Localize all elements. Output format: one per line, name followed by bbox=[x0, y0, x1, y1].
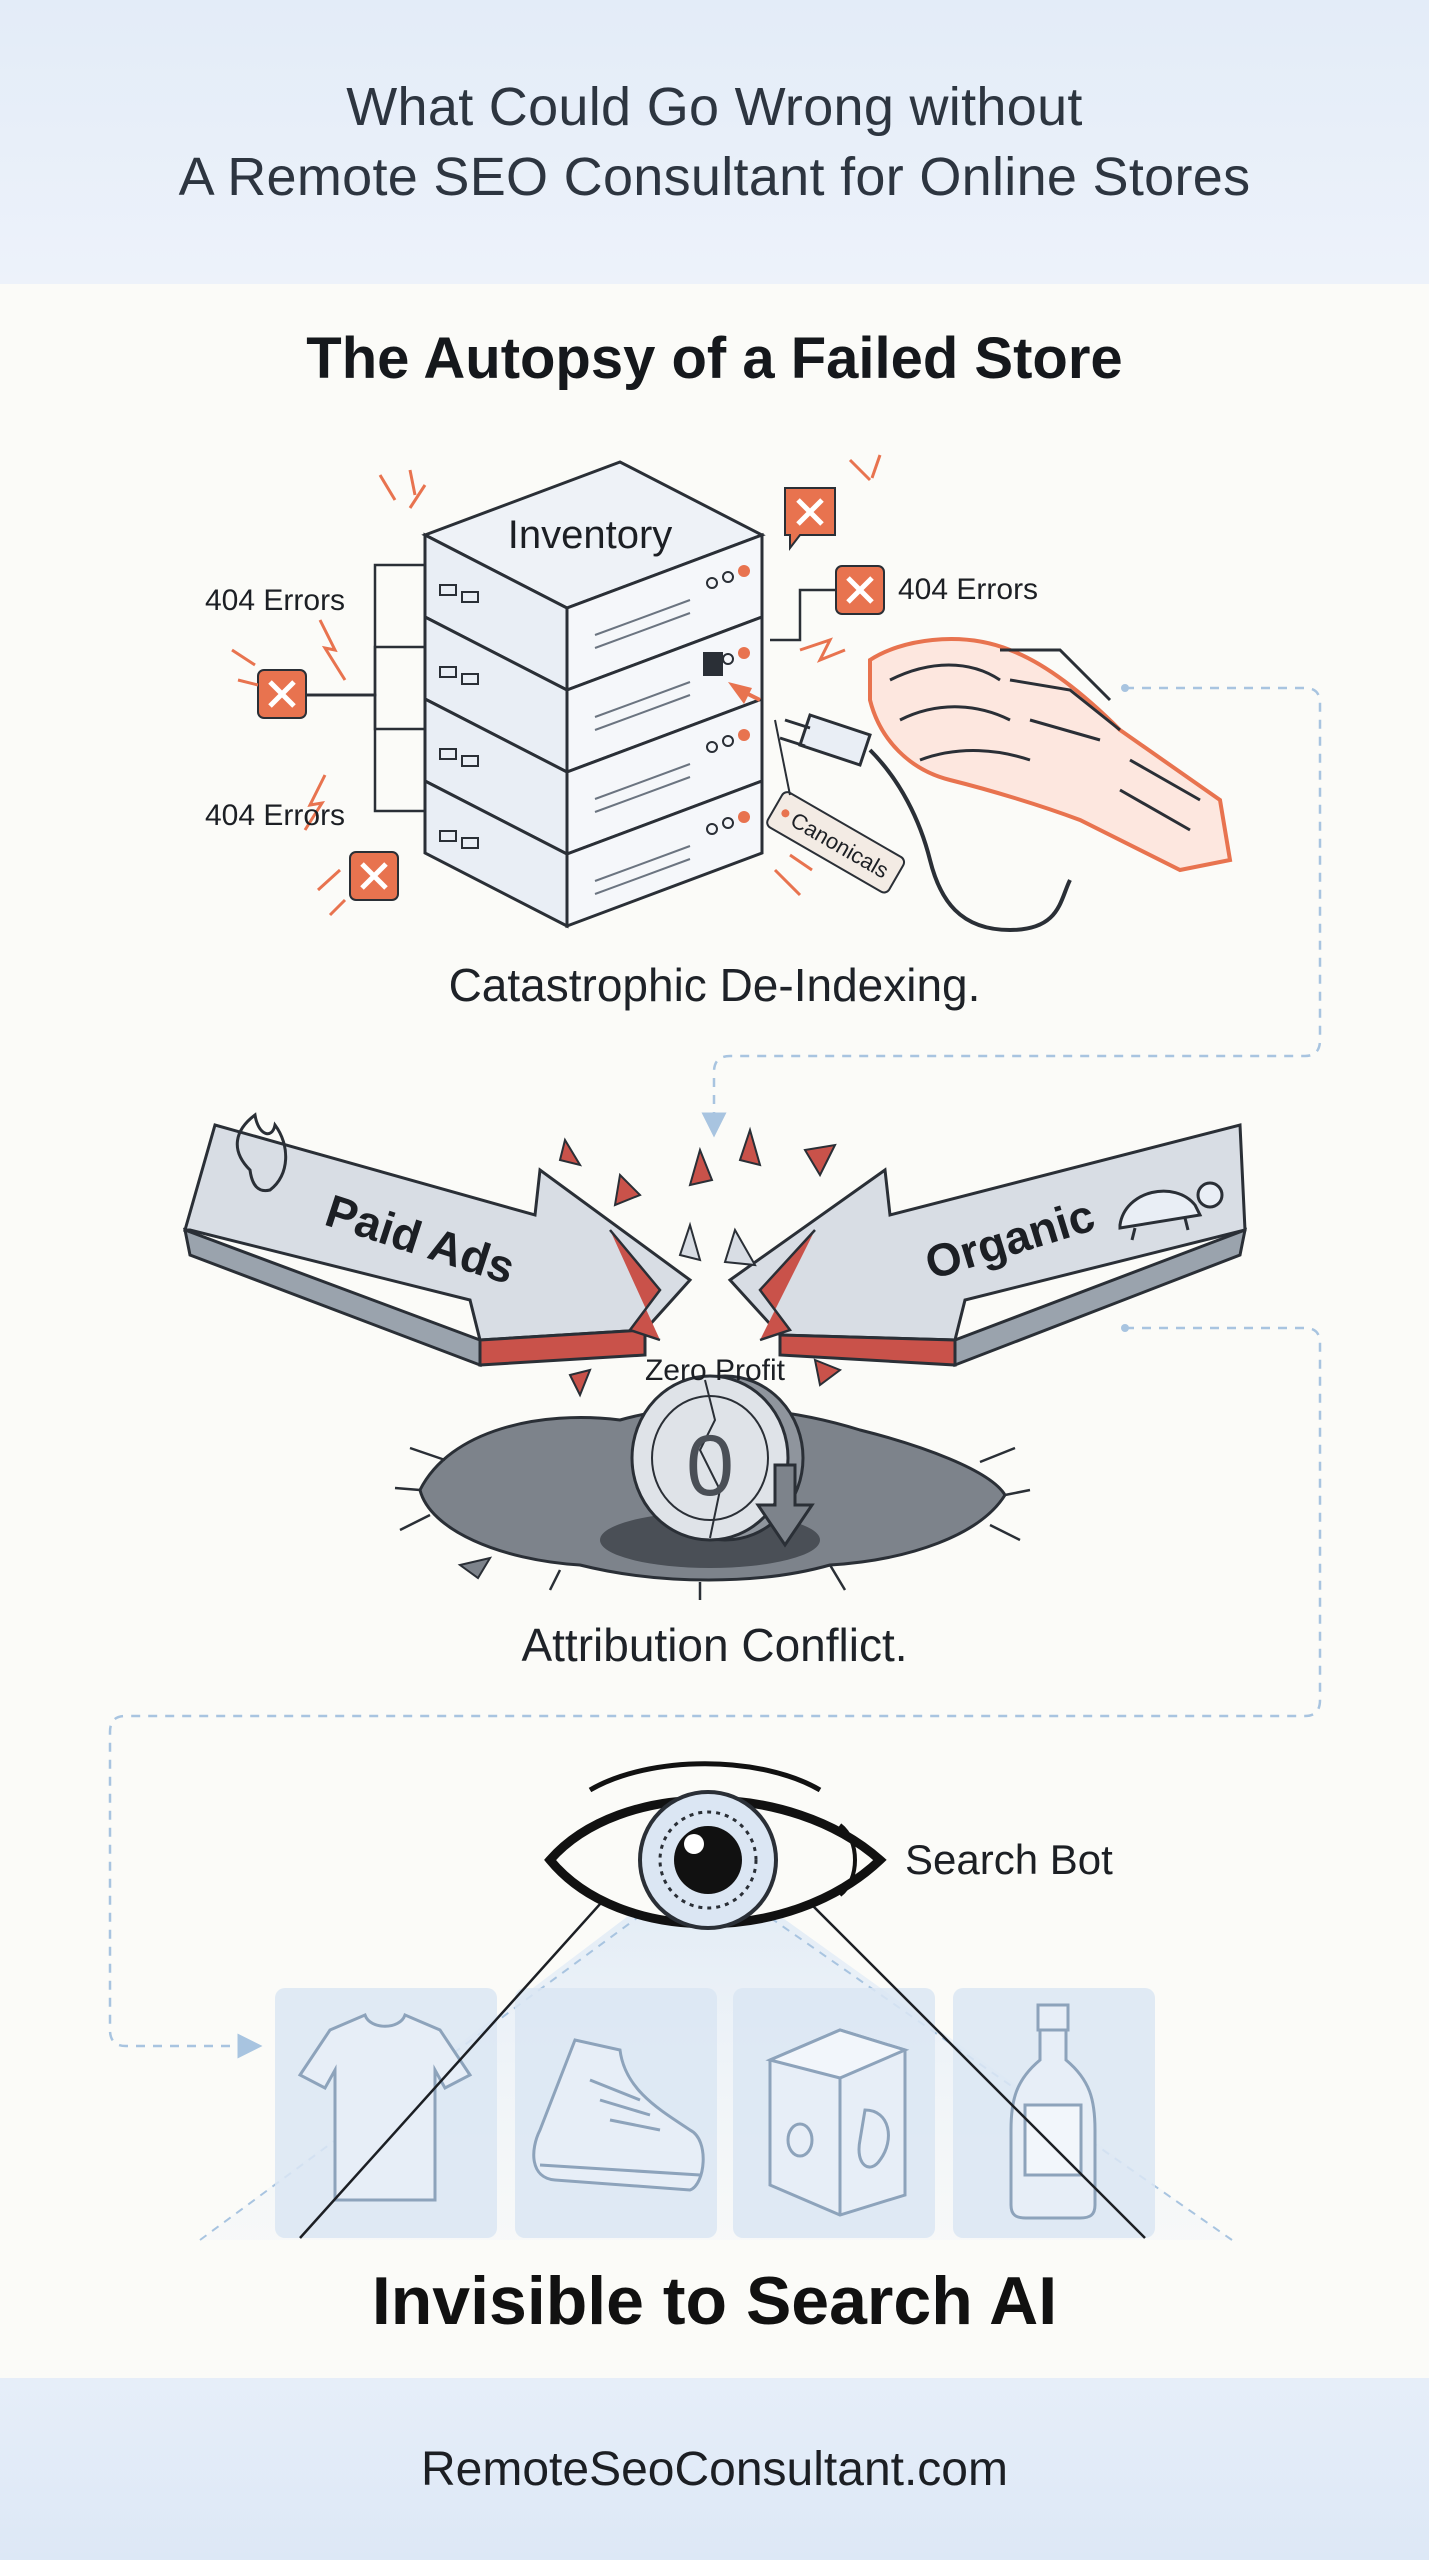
sneaker-icon bbox=[532, 2038, 705, 2192]
header-banner: What Could Go Wrong without A Remote SEO… bbox=[0, 0, 1429, 284]
server-label: Inventory bbox=[508, 513, 673, 557]
flow-connector-lines bbox=[108, 686, 1322, 2059]
down-arrow-icon bbox=[755, 1463, 815, 1548]
left-error-connectors bbox=[305, 563, 425, 813]
footer-banner: RemoteSeoConsultant.com bbox=[0, 2378, 1429, 2560]
error-x-icon bbox=[349, 851, 399, 901]
error-x-icon bbox=[257, 669, 307, 719]
right-error-connector bbox=[770, 588, 836, 642]
coin-value: 0 bbox=[686, 1418, 734, 1514]
search-bot-label: Search Bot bbox=[905, 1836, 1113, 1883]
error-x-icon bbox=[784, 487, 836, 551]
paid-ads-arrow bbox=[183, 1112, 693, 1368]
tag-string bbox=[774, 719, 791, 796]
caption-attribution: Attribution Conflict. bbox=[521, 1619, 908, 1671]
page-title-line-1: What Could Go Wrong without bbox=[346, 77, 1083, 137]
invisible-title: Invisible to Search AI bbox=[371, 2263, 1058, 2339]
error-x-icon bbox=[835, 565, 885, 615]
power-plug-icon bbox=[728, 682, 1072, 933]
organic-arrow bbox=[727, 1123, 1248, 1368]
error-label-right: 404 Errors bbox=[898, 573, 1038, 606]
error-label-left-top: 404 Errors bbox=[205, 584, 345, 617]
eye-icon bbox=[544, 1761, 887, 1930]
footer-url[interactable]: RemoteSeoConsultant.com bbox=[421, 2442, 1008, 2496]
box-icon bbox=[765, 2028, 910, 2217]
server-stack-icon bbox=[421, 460, 766, 929]
t-shirt-icon bbox=[297, 2012, 473, 2202]
section-title: The Autopsy of a Failed Store bbox=[306, 326, 1123, 391]
spark-icons bbox=[231, 454, 882, 917]
error-label-left-bottom: 404 Errors bbox=[205, 799, 345, 832]
page-title-line-2: A Remote SEO Consultant for Online Store… bbox=[178, 147, 1251, 207]
coin-icon bbox=[630, 1374, 805, 1542]
zero-profit-label: Zero Profit bbox=[645, 1354, 786, 1387]
turtle-icon bbox=[1118, 1181, 1224, 1241]
caption-de-indexing: Catastrophic De-Indexing. bbox=[448, 959, 981, 1011]
skeleton-hand-icon bbox=[868, 637, 1233, 873]
canonicals-tag: Canonicals bbox=[766, 791, 906, 894]
shard-pieces bbox=[558, 1126, 843, 1398]
